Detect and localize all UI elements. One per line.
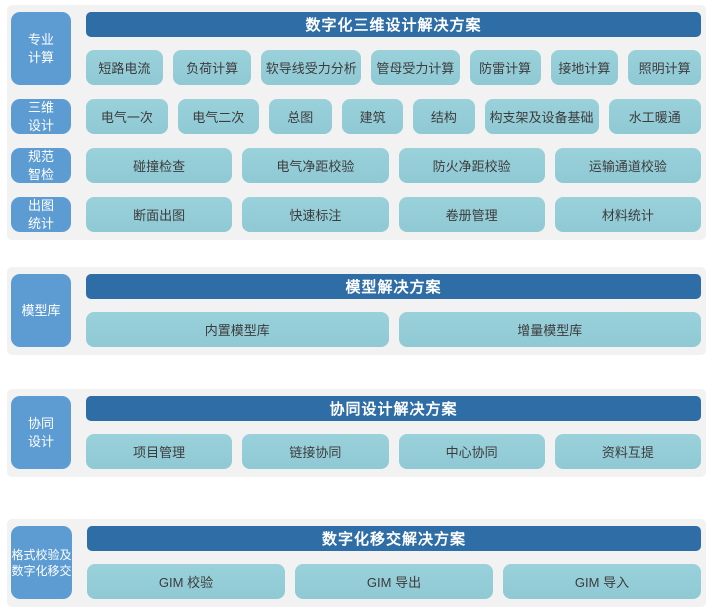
button-structure[interactable]: 结构 [413,99,475,135]
panel-digital-3d-design: 专业 计算 数字化三维设计解决方案 短路电流 负荷计算 软导线受力分析 管母受力… [7,5,706,241]
header-digital-3d-design-solution: 数字化三维设计解决方案 [86,12,701,37]
group-drawing-statistics: 出图 统计 断面出图 快速标注 卷册管理 材料统计 [11,197,701,233]
button-flexible-conductor-analysis[interactable]: 软导线受力分析 [261,50,362,85]
button-hydraulic-hvac[interactable]: 水工暖通 [608,99,702,135]
button-lightning-calculation[interactable]: 防雷计算 [469,50,541,85]
button-gim-export[interactable]: GIM 导出 [295,564,493,600]
button-incremental-model-library[interactable]: 增量模型库 [398,312,701,348]
side-label-collaborative-design: 协同 设计 [11,396,71,470]
button-project-management[interactable]: 项目管理 [86,434,233,470]
button-gim-import[interactable]: GIM 导入 [503,564,701,600]
button-electrical-primary[interactable]: 电气一次 [86,99,168,135]
button-row-gim: GIM 校验 GIM 导出 GIM 导入 [87,564,701,600]
group-3d-design: 三维 设计 电气一次 电气二次 总图 建筑 结构 构支架及设备基础 水工暖通 [11,99,702,135]
button-architecture[interactable]: 建筑 [341,99,404,135]
group-content: 协同设计解决方案 项目管理 链接协同 中心协同 资料互提 [86,396,701,470]
group-content: 电气一次 电气二次 总图 建筑 结构 构支架及设备基础 水工暖通 [86,99,702,135]
button-central-collaboration[interactable]: 中心协同 [398,434,545,470]
button-lighting-calculation[interactable]: 照明计算 [628,50,701,85]
button-electrical-secondary[interactable]: 电气二次 [177,99,259,135]
group-collaborative-design: 协同 设计 协同设计解决方案 项目管理 链接协同 中心协同 资料互提 [11,396,701,470]
button-row-drawing-statistics: 断面出图 快速标注 卷册管理 材料统计 [86,197,701,233]
button-row-collaborative-design: 项目管理 链接协同 中心协同 资料互提 [86,434,701,470]
group-content: 碰撞检查 电气净距校验 防火净距校验 运输通道校验 [86,148,701,184]
side-label-professional-calculation: 专业 计算 [11,12,71,85]
button-collision-check[interactable]: 碰撞检查 [86,148,233,184]
header-collaborative-design-solution: 协同设计解决方案 [86,396,701,422]
button-quick-annotation[interactable]: 快速标注 [242,197,389,233]
side-label-drawing-statistics: 出图 统计 [11,197,71,233]
side-label-format-check-handover: 格式校验及 数字化移交 [11,526,72,600]
button-row-model-library: 内置模型库 增量模型库 [86,312,701,348]
button-grounding-calculation[interactable]: 接地计算 [550,50,619,85]
button-general-plan[interactable]: 总图 [268,99,332,135]
button-row-professional-calculation: 短路电流 负荷计算 软导线受力分析 管母受力计算 防雷计算 接地计算 照明计算 [86,50,701,85]
group-model-library: 模型库 模型解决方案 内置模型库 增量模型库 [11,274,701,348]
button-section-drawing[interactable]: 断面出图 [86,197,233,233]
button-electrical-clearance-check[interactable]: 电气净距校验 [242,148,389,184]
side-label-model-library: 模型库 [11,274,71,348]
group-content: 数字化三维设计解决方案 短路电流 负荷计算 软导线受力分析 管母受力计算 防雷计… [86,12,701,85]
button-transport-channel-check[interactable]: 运输通道校验 [554,148,701,184]
button-link-collaboration[interactable]: 链接协同 [242,434,389,470]
button-fire-clearance-check[interactable]: 防火净距校验 [398,148,545,184]
panel-digital-handover: 格式校验及 数字化移交 数字化移交解决方案 GIM 校验 GIM 导出 GIM … [7,519,706,608]
button-gim-check[interactable]: GIM 校验 [87,564,285,600]
button-load-calculation[interactable]: 负荷计算 [172,50,252,85]
group-content: 数字化移交解决方案 GIM 校验 GIM 导出 GIM 导入 [87,526,701,600]
group-professional-calculation: 专业 计算 数字化三维设计解决方案 短路电流 负荷计算 软导线受力分析 管母受力… [11,12,701,85]
side-label-standard-check: 规范 智检 [11,148,71,184]
header-digital-handover-solution: 数字化移交解决方案 [87,526,701,552]
group-content: 模型解决方案 内置模型库 增量模型库 [86,274,701,348]
button-data-exchange[interactable]: 资料互提 [554,434,701,470]
button-builtin-model-library[interactable]: 内置模型库 [86,312,389,348]
button-row-3d-design: 电气一次 电气二次 总图 建筑 结构 构支架及设备基础 水工暖通 [86,99,702,135]
panel-model-solution: 模型库 模型解决方案 内置模型库 增量模型库 [7,267,706,356]
header-model-solution: 模型解决方案 [86,274,701,300]
button-volume-management[interactable]: 卷册管理 [398,197,545,233]
group-standard-check: 规范 智检 碰撞检查 电气净距校验 防火净距校验 运输通道校验 [11,148,701,184]
button-material-statistics[interactable]: 材料统计 [554,197,701,233]
button-row-standard-check: 碰撞检查 电气净距校验 防火净距校验 运输通道校验 [86,148,701,184]
group-content: 断面出图 快速标注 卷册管理 材料统计 [86,197,701,233]
button-short-circuit-current[interactable]: 短路电流 [86,50,163,85]
side-label-3d-design: 三维 设计 [11,99,71,135]
group-format-check-handover: 格式校验及 数字化移交 数字化移交解决方案 GIM 校验 GIM 导出 GIM … [11,526,701,600]
button-busbar-force-calculation[interactable]: 管母受力计算 [371,50,460,85]
button-support-equipment-foundation[interactable]: 构支架及设备基础 [484,99,599,135]
panel-collaborative-design: 协同 设计 协同设计解决方案 项目管理 链接协同 中心协同 资料互提 [7,389,706,478]
